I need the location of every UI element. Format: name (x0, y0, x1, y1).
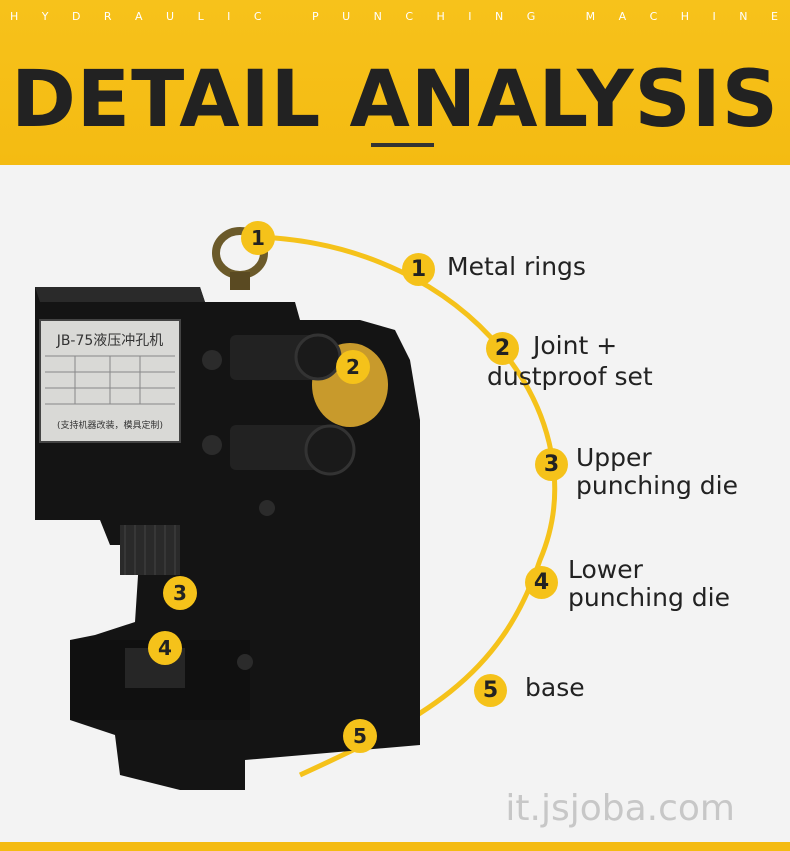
label-joint-dustproof: 2 Joint + dustproof set (486, 332, 653, 391)
subtitle-letter: C (405, 10, 416, 23)
label-upper-die: 3 Upper punching die (535, 444, 738, 500)
machine-illustration: JB-75液压冲孔机 (支持机器改装，模具定制) 1 2 3 (35, 221, 558, 790)
subtitle-letter: H (436, 10, 447, 23)
subtitle-letter: H (680, 10, 692, 23)
nameplate-title: JB-75液压冲孔机 (56, 333, 164, 349)
subtitle-letter (285, 10, 291, 40)
bottom-strip (0, 842, 790, 851)
label-line: Joint + (533, 331, 618, 360)
subtitle-letter: I (468, 10, 474, 23)
marker-5: 5 (343, 719, 377, 753)
label-number: 5 (474, 674, 507, 707)
label-line: punching die (576, 471, 738, 500)
subtitle-letter: M (585, 10, 598, 23)
subtitle-letter: N (373, 10, 384, 23)
label-number: 1 (402, 253, 435, 286)
label-metal-rings: 1 Metal rings (402, 253, 586, 286)
subtitle-letter: R (103, 10, 114, 23)
label-line: Lower (568, 555, 643, 584)
label-line: punching die (568, 583, 730, 612)
subtitle-letter: G (526, 10, 538, 23)
title-underline (371, 143, 434, 147)
subtitle-letter: U (166, 10, 177, 23)
subtitle-letter: H (10, 10, 21, 23)
label-number: 2 (486, 332, 519, 365)
subtitle-letter: I (227, 10, 233, 23)
subtitle-letter: C (253, 10, 264, 23)
subtitle-letter: D (71, 10, 83, 23)
svg-text:5: 5 (353, 724, 367, 748)
subtitle-letter: E (770, 10, 780, 23)
label-lower-die: 4 Lower punching die (525, 556, 730, 612)
subtitle-letter: P (312, 10, 321, 23)
subtitle-letter: L (197, 10, 206, 23)
subtitle-letter: Y (41, 10, 51, 23)
watermark: it.jsjoba.com (505, 788, 735, 829)
subtitle-letter: N (739, 10, 750, 23)
page-title: DETAIL ANALYSIS (11, 55, 779, 145)
subtitle-letter: A (618, 10, 629, 23)
marker-1: 1 (241, 221, 275, 255)
marker-2: 2 (336, 350, 370, 384)
marker-3: 3 (163, 576, 197, 610)
label-line: Metal rings (447, 252, 586, 281)
label-line: base (525, 673, 585, 702)
subtitle-letter: I (712, 10, 718, 23)
label-line: dustproof set (487, 362, 653, 391)
svg-text:3: 3 (173, 581, 187, 605)
label-line: Upper (576, 443, 652, 472)
marker-4: 4 (148, 631, 182, 665)
subtitle-letter: A (135, 10, 145, 23)
svg-text:4: 4 (158, 636, 172, 660)
nameplate-footer: (支持机器改装，模具定制) (57, 419, 163, 431)
svg-text:1: 1 (251, 226, 265, 250)
label-number: 4 (525, 566, 558, 599)
label-base: 5 base (474, 674, 585, 707)
header-banner: H Y D R A U L I C P U N C H I N G M A C H I N E DETAIL ANALYS… (0, 0, 790, 165)
subtitle-letter: N (494, 10, 506, 23)
subtitle-letter: C (649, 10, 660, 23)
subtitle-letter (559, 10, 565, 40)
subtitle-letter: U (342, 10, 353, 23)
label-number: 3 (535, 448, 568, 481)
svg-text:2: 2 (346, 355, 360, 379)
